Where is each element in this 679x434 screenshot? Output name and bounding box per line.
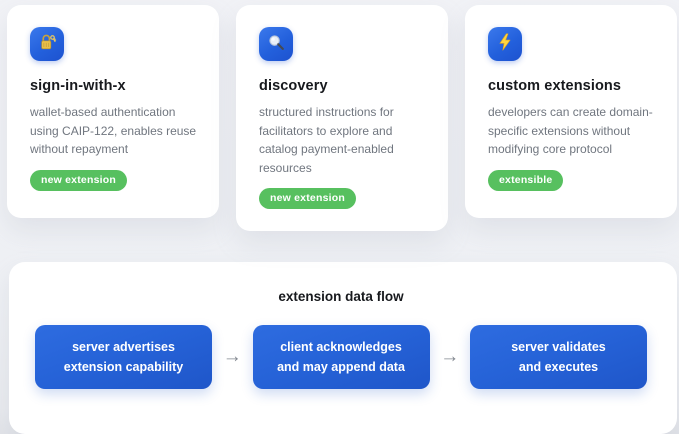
card-custom-extensions: custom extensions developers can create … bbox=[465, 5, 677, 218]
card-discovery: discovery structured instructions for fa… bbox=[236, 5, 448, 231]
card-title: sign-in-with-x bbox=[30, 78, 126, 94]
flow-step-line: extension capability bbox=[63, 360, 184, 374]
magnifying-glass-icon bbox=[266, 32, 286, 57]
extension-data-flow-panel: extension data flow server advertises ex… bbox=[9, 262, 677, 434]
flow-diagram: server advertises extension capability →… bbox=[35, 325, 647, 389]
card-title: custom extensions bbox=[488, 78, 622, 94]
flow-step-server-validates: server validates and executes bbox=[470, 325, 647, 389]
flow-step-line: server validates bbox=[511, 340, 606, 354]
icon-tile bbox=[259, 27, 293, 61]
flow-step-line: client acknowledges bbox=[280, 340, 402, 354]
card-description: wallet-based authentication using CAIP-1… bbox=[30, 105, 197, 156]
flow-step-line: and executes bbox=[518, 360, 599, 374]
flow-title: extension data flow bbox=[278, 289, 404, 304]
flow-step-line: server advertises bbox=[72, 340, 175, 354]
card-description: developers can create domain-specific ex… bbox=[488, 105, 653, 156]
card-title: discovery bbox=[259, 78, 328, 94]
icon-tile bbox=[30, 27, 64, 61]
right-arrow-icon: → bbox=[222, 345, 242, 367]
lock-with-key-icon bbox=[37, 32, 57, 57]
flow-step-client-acknowledges: client acknowledges and may append data bbox=[252, 325, 430, 389]
feature-cards-row: sign-in-with-x wallet-based authenticati… bbox=[7, 5, 677, 231]
right-arrow-icon: → bbox=[440, 345, 460, 367]
card-description: structured instructions for facilitators… bbox=[259, 105, 394, 175]
lightning-bolt-icon bbox=[495, 32, 515, 57]
flow-step-line: and may append data bbox=[277, 360, 405, 374]
flow-step-server-advertises: server advertises extension capability bbox=[35, 325, 212, 389]
card-sign-in-with-x: sign-in-with-x wallet-based authenticati… bbox=[7, 5, 219, 218]
status-badge: new extension bbox=[30, 169, 127, 191]
icon-tile bbox=[488, 27, 522, 61]
status-badge: extensible bbox=[488, 169, 564, 191]
status-badge: new extension bbox=[259, 188, 356, 209]
